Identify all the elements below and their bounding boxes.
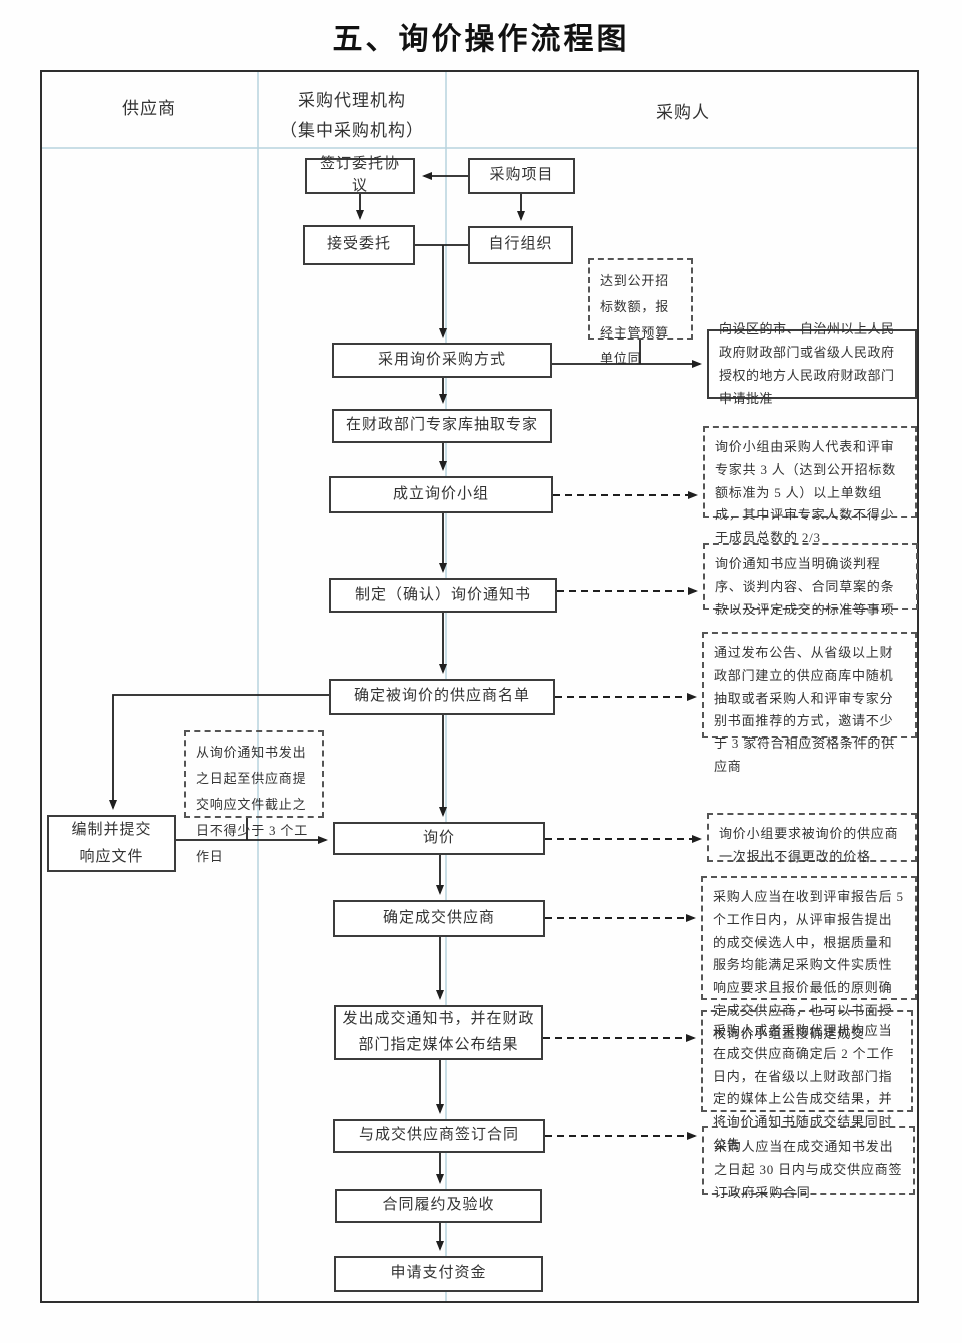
note-single-quote: 询价小组要求被询价的供应商一次报出不得更改的价格: [707, 813, 917, 864]
node-draw-experts: 在财政部门专家库抽取专家: [332, 409, 552, 443]
note-supplier-selection: 通过发布公告、从省级以上财政部门建立的供应商库中随机抽取或者采购人和评审专家分别…: [702, 632, 917, 774]
node-prepare-response-line1: 编制并提交: [71, 821, 152, 838]
note-contract-deadline: 采购人应当在成交通知书发出之日起 30 日内与成交供应商签订政府采购合同: [702, 1126, 915, 1200]
node-inquiry-notice: 制定（确认）询价通知书: [329, 578, 557, 613]
page-title: 五、询价操作流程图: [332, 23, 630, 56]
lane-header-supplier: 供应商: [122, 99, 176, 118]
node-accept-entrustment: 接受委托: [303, 225, 415, 265]
node-sign-agreement: 签订委托协议: [305, 156, 415, 194]
lane-header-agency: 采购代理机构 （集中采购机构）: [259, 86, 445, 146]
note-notice-content: 询价通知书应当明确谈判程序、谈判内容、合同草案的条款以及评定成交的标准等事项: [703, 543, 918, 617]
node-procurement-project: 采购项目: [468, 158, 575, 194]
node-apply-approval: 向设区的市、自治州以上人民政府财政部门或省级人民政府授权的地方人民政府财政部门申…: [707, 321, 917, 406]
node-sign-contract: 与成交供应商签订合同: [333, 1119, 545, 1153]
note-open-bid-threshold: 达到公开招标数额，报经主管预算单位同: [588, 258, 693, 366]
node-apply-payment: 申请支付资金: [334, 1256, 543, 1292]
note-response-deadline: 从询价通知书发出之日起至供应商提交响应文件截止之日不得少于 3 个工作日: [184, 730, 324, 864]
lane-header-agency-line1: 采购代理机构: [298, 91, 406, 110]
flow-arrows: [109, 172, 702, 1251]
lane-header-agency-line2: （集中采购机构）: [280, 121, 424, 140]
note-connectors: [543, 491, 702, 1140]
note-announce-rule: 采购人或者采购代理机构应当在成交供应商确定后 2 个工作日内，在省级以上财政部门…: [701, 1010, 913, 1152]
node-self-organize: 自行组织: [468, 226, 573, 264]
diagram-border: [40, 70, 919, 1303]
node-contract-performance: 合同履约及验收: [335, 1189, 542, 1223]
node-issue-notice-publish: 发出成交通知书，并在财政部门指定媒体公布结果: [334, 1005, 543, 1060]
node-supplier-list: 确定被询价的供应商名单: [329, 679, 555, 715]
node-prepare-response-line2: 响应文件: [79, 848, 144, 865]
note-team-composition: 询价小组由采购人代表和评审专家共 3 人（达到公开招标数额标准为 5 人）以上单…: [703, 426, 917, 545]
node-inquiry: 询价: [333, 822, 545, 855]
note-winner-rule: 采购人应当在收到评审报告后 5 个工作日内，从评审报告提出的成交候选人中，根据质…: [701, 876, 917, 1041]
lane-header-purchaser: 采购人: [656, 103, 710, 122]
node-prepare-response: 编制并提交 响应文件: [47, 815, 176, 872]
node-form-inquiry-team: 成立询价小组: [329, 476, 553, 513]
node-determine-winner: 确定成交供应商: [333, 900, 545, 937]
node-inquiry-method: 采用询价采购方式: [332, 343, 552, 378]
